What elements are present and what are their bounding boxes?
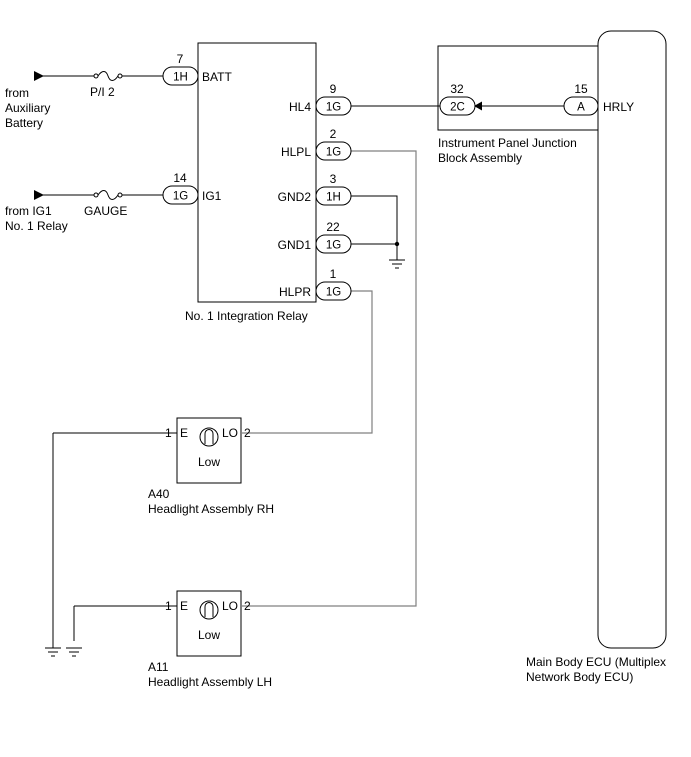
pin-number: 7 bbox=[177, 52, 184, 66]
headlight-lh-pin-e: 1 bbox=[165, 599, 172, 613]
fuse-label-gauge: GAUGE bbox=[84, 204, 127, 218]
aux-feed-arrow-icon bbox=[34, 71, 44, 81]
headlight-lh-label-lo: LO bbox=[222, 599, 238, 613]
junction-arrow-icon bbox=[474, 101, 482, 111]
headlight-rh-box bbox=[176, 417, 242, 484]
svg-text:1G: 1G bbox=[173, 191, 188, 203]
pin-number: 15 bbox=[574, 82, 588, 96]
ecu-title-line1: Main Body ECU (Multiplex bbox=[526, 655, 666, 669]
connector-batt-1h: 1H bbox=[162, 66, 199, 86]
pin-number: 32 bbox=[450, 82, 464, 96]
relay-title: No. 1 Integration Relay bbox=[185, 309, 308, 323]
terminal-label-hl4: HL4 bbox=[289, 100, 311, 114]
connector-gnd2-1h: 1H bbox=[315, 186, 352, 206]
pin-number: 3 bbox=[330, 172, 337, 186]
headlight-rh-pin-e: 1 bbox=[165, 426, 172, 440]
wire-hlpr-to-rh bbox=[241, 290, 373, 434]
wire-gnd2-gnd1 bbox=[351, 195, 398, 245]
pin-number: 9 bbox=[330, 82, 337, 96]
ground-icon bbox=[66, 647, 82, 657]
headlight-rh-id: A40 bbox=[148, 487, 170, 501]
ground-icon bbox=[45, 647, 61, 657]
source-ig1-line1: from IG1 bbox=[5, 204, 52, 218]
wire-hlpl-to-lh bbox=[241, 150, 417, 607]
source-aux-line2: Auxiliary bbox=[5, 101, 50, 115]
headlight-lh-pin-lo: 2 bbox=[244, 599, 251, 613]
junction-block-box bbox=[437, 45, 599, 131]
bulb-icon bbox=[199, 600, 219, 620]
fuse-label-pi2: P/I 2 bbox=[90, 85, 115, 99]
headlight-lh-box bbox=[176, 590, 242, 657]
headlight-rh-label-lo: LO bbox=[222, 426, 238, 440]
headlight-rh-label-e: E bbox=[180, 426, 188, 440]
terminal-label-hlpl: HLPL bbox=[281, 145, 311, 159]
terminal-label-hrly: HRLY bbox=[603, 100, 634, 114]
terminal-label-batt: BATT bbox=[202, 70, 232, 84]
bulb-icon bbox=[199, 427, 219, 447]
headlight-rh-inner-label: Low bbox=[198, 455, 220, 469]
pin-number: 2 bbox=[330, 127, 337, 141]
svg-text:1H: 1H bbox=[326, 192, 341, 204]
svg-text:1G: 1G bbox=[326, 102, 341, 114]
main-body-ecu-box bbox=[597, 30, 667, 649]
terminal-label-ig1: IG1 bbox=[202, 189, 222, 203]
ground-icon bbox=[389, 259, 405, 269]
pin-number: 14 bbox=[173, 171, 187, 185]
connector-hl4-1g: 1G bbox=[315, 96, 352, 116]
headlight-lh-name: Headlight Assembly LH bbox=[148, 675, 272, 689]
fuse-pi2-icon bbox=[93, 71, 123, 81]
junction-block-title-line2: Block Assembly bbox=[438, 151, 522, 165]
source-aux-line1: from bbox=[5, 86, 29, 100]
terminal-label-gnd2: GND2 bbox=[278, 190, 312, 204]
terminal-label-hlpr: HLPR bbox=[279, 285, 311, 299]
headlight-lh-label-e: E bbox=[180, 599, 188, 613]
pin-number: 1 bbox=[330, 267, 337, 281]
svg-text:1G: 1G bbox=[326, 147, 341, 159]
fuse-gauge-icon bbox=[93, 190, 123, 200]
headlight-rh-name: Headlight Assembly RH bbox=[148, 502, 274, 516]
ig1-feed-arrow-icon bbox=[34, 190, 44, 200]
pin-number: 22 bbox=[326, 220, 340, 234]
headlight-lh-inner-label: Low bbox=[198, 628, 220, 642]
svg-text:2C: 2C bbox=[450, 102, 465, 114]
connector-ig1-1g: 1G bbox=[162, 185, 199, 205]
svg-text:1H: 1H bbox=[173, 72, 188, 84]
ecu-title-line2: Network Body ECU) bbox=[526, 670, 633, 684]
connector-ecu-a: A bbox=[563, 96, 599, 116]
svg-text:A: A bbox=[577, 102, 585, 114]
connector-hlpl-1g: 1G bbox=[315, 141, 352, 161]
source-aux-line3: Battery bbox=[5, 116, 43, 130]
terminal-label-gnd1: GND1 bbox=[278, 238, 312, 252]
source-ig1-line2: No. 1 Relay bbox=[5, 219, 68, 233]
svg-text:1G: 1G bbox=[326, 287, 341, 299]
headlight-rh-pin-lo: 2 bbox=[244, 426, 251, 440]
integration-relay-box bbox=[197, 42, 317, 303]
svg-text:1G: 1G bbox=[326, 240, 341, 252]
headlight-lh-id: A11 bbox=[148, 660, 169, 674]
connector-gnd1-1g: 1G bbox=[315, 234, 352, 254]
connector-junction-2c: 2C bbox=[439, 96, 476, 116]
connector-hlpr-1g: 1G bbox=[315, 281, 352, 301]
junction-block-title-line1: Instrument Panel Junction bbox=[438, 136, 577, 150]
